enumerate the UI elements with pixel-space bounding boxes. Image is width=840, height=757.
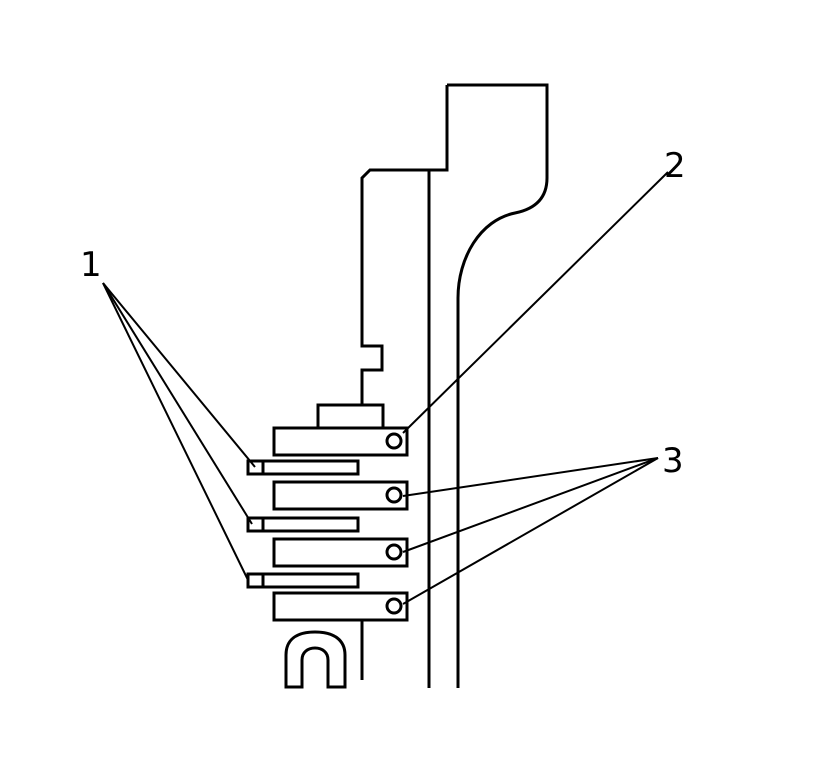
leaders-callout-1 xyxy=(102,282,256,581)
leaders-callout-3 xyxy=(402,457,659,605)
plate-second xyxy=(272,480,409,511)
plate-third xyxy=(272,537,409,568)
housing-step xyxy=(360,85,449,405)
plate-top xyxy=(272,426,409,457)
callout-2-label: 2 xyxy=(664,146,686,186)
leader-callout-2 xyxy=(402,171,669,434)
callout-1-label: 1 xyxy=(80,245,102,285)
separator-middle xyxy=(246,516,360,533)
plate-bottom xyxy=(272,591,409,622)
shaft-hub xyxy=(316,403,385,428)
callout-3-label: 3 xyxy=(662,441,684,481)
separator-top xyxy=(246,459,360,476)
separator-bottom xyxy=(246,572,360,589)
housing-outline xyxy=(447,83,549,688)
u-retainer xyxy=(284,630,347,689)
